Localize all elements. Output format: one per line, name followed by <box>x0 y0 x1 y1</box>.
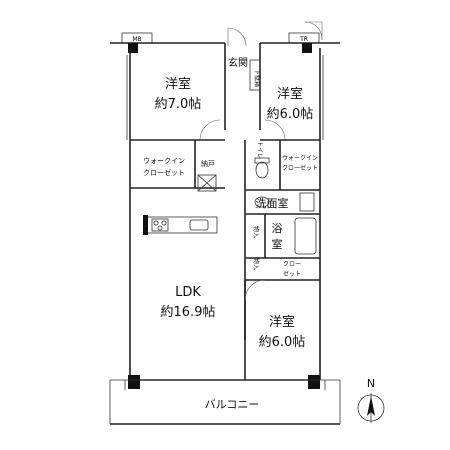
washroom-label: 洗面室 <box>256 196 289 210</box>
tr-label: TR <box>299 36 308 43</box>
north-arrow-icon <box>367 396 375 416</box>
closet-label-2: ゼット <box>283 270 301 278</box>
door-swing-nw <box>199 119 221 141</box>
door-swing-se <box>244 279 266 301</box>
column-nw <box>128 43 138 53</box>
column-ne <box>302 43 312 53</box>
storage-label: 納戸 <box>201 159 215 168</box>
closet-label-1: クロー <box>283 261 301 268</box>
bath-label-2: 室 <box>272 237 283 251</box>
room-ne-name: 洋室 <box>277 86 303 102</box>
bathtub <box>294 217 317 255</box>
wash-basin <box>254 196 270 208</box>
ldk-size: 約16.9帖 <box>161 305 216 320</box>
door-swing-top <box>305 21 323 40</box>
wic-left-label-2: クローゼット <box>143 168 185 177</box>
storage-b-label: 物入 <box>252 258 260 270</box>
room-nw-size: 約7.0帖 <box>155 97 202 112</box>
toilet-fixture <box>255 161 269 179</box>
wic-right-label-2: クローゼット <box>282 164 318 172</box>
north-label: N <box>367 377 375 390</box>
column-sw <box>128 375 140 389</box>
door-swing-ne <box>264 119 286 141</box>
wic-right-label-1: ウォークイン <box>282 154 318 162</box>
toilet-label: トイレ <box>256 141 263 159</box>
mb-label: MB <box>132 36 141 43</box>
shoe-box-label: 下駄箱 <box>253 69 261 87</box>
storage-a-label: 物入 <box>252 226 260 238</box>
balcony-label: バルコニー <box>205 398 260 411</box>
storage-box <box>197 174 217 192</box>
room-se-name: 洋室 <box>269 314 295 330</box>
entrance-label: 玄関 <box>228 56 248 69</box>
wic-left-label-1: ウォークイン <box>143 157 185 165</box>
shoe-box <box>249 59 261 91</box>
door-swing-entrance <box>227 27 247 47</box>
room-ne-size: 約6.0帖 <box>267 107 314 122</box>
room-nw-name: 洋室 <box>165 76 191 92</box>
ldk-name: LDK <box>175 285 201 300</box>
column-se <box>308 375 320 389</box>
room-se-size: 約6.0帖 <box>259 335 306 350</box>
bath-label-1: 浴 <box>272 222 283 235</box>
